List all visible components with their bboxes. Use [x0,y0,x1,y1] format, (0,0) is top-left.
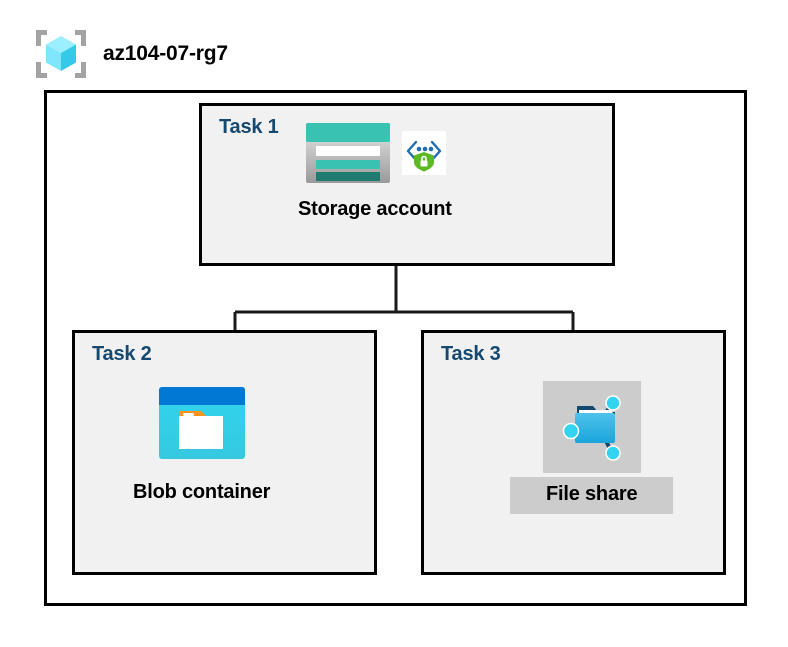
file-share-node: File share [510,381,674,514]
resource-group-icon [33,26,89,82]
file-share-caption: File share [510,477,674,514]
resource-group-frame [44,90,747,606]
task-1-box: Task 1 [199,103,615,266]
file-share-icon [542,381,641,473]
managed-identity-shield-icon [401,131,446,175]
task-1-label: Task 1 [219,116,279,138]
storage-account-node: Storage account [298,122,452,221]
task-2-label: Task 2 [92,343,152,365]
blob-container-caption: Blob container [133,481,271,503]
resource-group-header: az104-07-rg7 [33,26,228,82]
blob-container-node: Blob container [133,385,270,504]
storage-account-icon [304,122,392,184]
task-3-label: Task 3 [441,343,501,365]
blob-container-icon [157,385,247,461]
storage-account-caption: Storage account [298,198,452,220]
resource-group-title: az104-07-rg7 [103,42,228,65]
task-3-box: Task 3 [421,330,726,575]
task-2-box: Task 2 Blob container [72,330,377,575]
